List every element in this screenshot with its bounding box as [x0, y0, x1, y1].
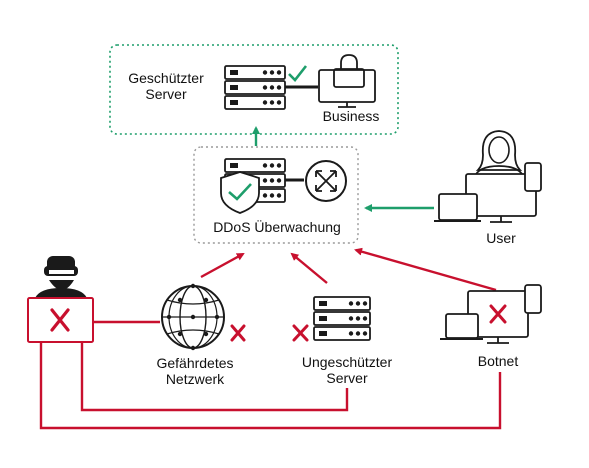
botnet-attack-arrow — [354, 247, 497, 292]
x-icon — [292, 324, 309, 342]
botnet-label: Botnet — [478, 353, 519, 369]
server-rack-icon — [224, 65, 286, 110]
x-icon — [489, 304, 507, 324]
protected-server-label-2: Server — [145, 86, 187, 102]
network-attack-arrow — [200, 252, 245, 279]
user-label: User — [486, 230, 516, 246]
user-computer-icon — [434, 162, 542, 223]
attacker-botnet-link — [39, 342, 502, 430]
protected-server-label-1: Geschützter — [128, 70, 204, 86]
checkmark-icon — [288, 65, 308, 82]
botnet-computer-icon — [440, 284, 542, 344]
server-rack-icon — [313, 296, 371, 341]
business-label: Business — [323, 108, 380, 124]
ddos-label: DDoS Überwachung — [213, 218, 341, 235]
x-icon — [230, 324, 246, 342]
x-icon — [50, 308, 70, 332]
user-person-icon — [473, 130, 525, 179]
shield-check-icon — [220, 171, 260, 214]
ddos-box — [193, 146, 359, 244]
attacker-server-link — [80, 342, 349, 412]
unprotected-server-label-1: Ungeschützter — [302, 354, 393, 370]
router-icon — [305, 160, 347, 202]
server-attack-arrow — [290, 252, 328, 284]
hacker-icon — [35, 256, 87, 298]
padlock-icon — [333, 54, 365, 88]
network-label-2: Netzwerk — [166, 371, 225, 387]
monitor-icon — [318, 69, 376, 108]
network-globe-icon — [161, 283, 225, 351]
protected-zone-box — [109, 44, 399, 135]
network-label-1: Gefährdetes — [156, 355, 233, 371]
unprotected-server-label-2: Server — [326, 370, 368, 386]
